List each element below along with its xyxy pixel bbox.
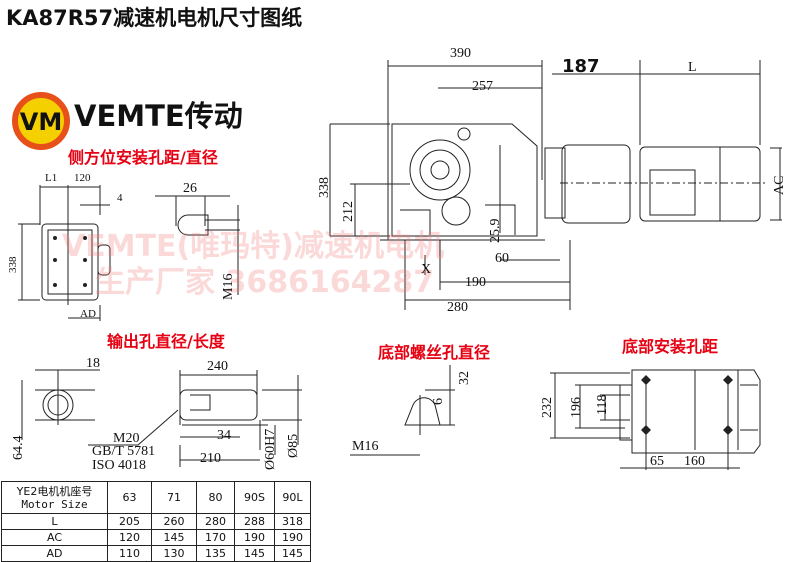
row-label: AC xyxy=(1,529,108,546)
output-heading: 输出孔直径/长度 xyxy=(107,332,225,351)
dim-L: L xyxy=(688,60,697,75)
cell: 145 xyxy=(274,545,311,562)
dim-M16-side: M16 xyxy=(221,273,236,300)
dim-390: 390 xyxy=(450,46,471,61)
row-label: L xyxy=(1,513,108,530)
bottom-view-drawing xyxy=(550,369,761,470)
dim-64-4: 64.4 xyxy=(11,435,26,461)
dim-338-side: 338 xyxy=(7,256,19,274)
cell: 280 xyxy=(196,513,235,530)
thread-drawing xyxy=(350,365,455,456)
cell: 260 xyxy=(151,513,197,530)
header-en: Motor Size xyxy=(21,497,88,511)
cell: 170 xyxy=(196,529,235,546)
dim-65: 65 xyxy=(650,454,664,469)
brand-logo: VM xyxy=(12,92,70,150)
dim-4: 4 xyxy=(117,192,123,204)
dim-25-9: 25.9 xyxy=(488,218,503,244)
cell: 205 xyxy=(107,513,152,530)
size-cell: 71 xyxy=(151,481,197,514)
row-label: AD xyxy=(1,545,108,562)
side-view-drawing xyxy=(18,185,240,321)
table-header-row: YE2电机机座号 Motor Size 63 71 80 90S 90L xyxy=(1,481,311,514)
bolt-standard-gb: GB/T 5781 xyxy=(92,444,156,459)
dim-26: 26 xyxy=(183,181,197,196)
dim-M16-thread: M16 xyxy=(352,439,379,454)
cell: 288 xyxy=(234,513,275,530)
dim-280: 280 xyxy=(447,300,468,315)
cell: 318 xyxy=(274,513,311,530)
dim-118: 118 xyxy=(595,394,610,415)
view-X-label: X xyxy=(421,262,432,277)
cell: 190 xyxy=(274,529,311,546)
dim-160: 160 xyxy=(684,454,705,469)
bottom-heading: 底部安装孔距 xyxy=(622,337,719,356)
dim-187: 187 xyxy=(562,56,600,77)
cell: 120 xyxy=(107,529,152,546)
dim-34: 34 xyxy=(217,428,231,443)
size-cell: 63 xyxy=(107,481,152,514)
dim-232: 232 xyxy=(540,397,555,418)
dim-AD: AD xyxy=(80,308,96,320)
dim-AC: AC xyxy=(772,175,787,195)
cell: 135 xyxy=(196,545,235,562)
bolt-standard-iso: ISO 4018 xyxy=(92,458,147,473)
dim-phi60h7: Ø60H7 xyxy=(263,428,278,470)
cell: 130 xyxy=(151,545,197,562)
dim-6: 6 xyxy=(431,398,446,405)
header-cn: YE2电机机座号 xyxy=(16,484,93,498)
output-drawing xyxy=(21,369,302,467)
main-view-drawing xyxy=(329,60,782,310)
svg-text:VM: VM xyxy=(20,108,62,136)
bolt-M20: M20 xyxy=(113,431,140,446)
dim-240: 240 xyxy=(207,359,228,374)
page-title: KA87R57减速机电机尺寸图纸 xyxy=(6,6,303,30)
dim-257: 257 xyxy=(472,79,493,94)
dim-32: 32 xyxy=(457,371,472,385)
size-cell: 90S xyxy=(234,481,275,514)
dim-phi85: Ø85 xyxy=(286,433,301,458)
watermark-line1: VEMTE(唯玛特)减速机电机 xyxy=(62,229,444,264)
dim-210: 210 xyxy=(200,451,221,466)
dim-L1: L1 xyxy=(45,172,58,184)
dim-18: 18 xyxy=(86,356,100,371)
dim-190: 190 xyxy=(465,275,486,290)
cell: 190 xyxy=(234,529,275,546)
size-cell: 80 xyxy=(196,481,235,514)
dim-338-main: 338 xyxy=(317,177,332,198)
dim-196: 196 xyxy=(569,397,584,418)
size-cell: 90L xyxy=(274,481,311,514)
cell: 145 xyxy=(151,529,197,546)
cell: 110 xyxy=(107,545,152,562)
table-header-label: YE2电机机座号 Motor Size xyxy=(1,481,108,514)
dim-120: 120 xyxy=(74,172,91,184)
cell: 145 xyxy=(234,545,275,562)
dim-212: 212 xyxy=(341,201,356,222)
watermark-line2: 生产厂家 3686164287 xyxy=(95,265,435,300)
dim-60: 60 xyxy=(495,251,509,266)
thread-heading: 底部螺丝孔直径 xyxy=(378,343,491,362)
side-view-heading: 侧方位安装孔距/直径 xyxy=(68,148,218,167)
brand-name: VEMTE传动 xyxy=(74,99,243,133)
